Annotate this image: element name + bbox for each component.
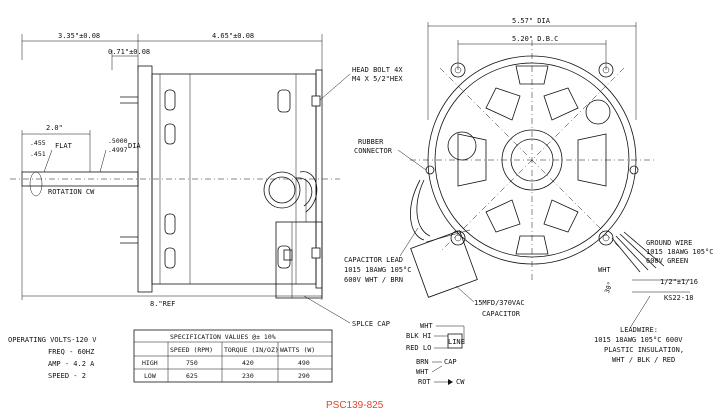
dim-dia-b: .4997 [108, 146, 128, 154]
op-amp: AMP - 4.2 A [48, 360, 95, 368]
cap-lead-label-1: CAPACITOR LEAD [344, 256, 403, 264]
operating-info: OPERATING VOLTS-120 V FREQ - 60HZ AMP - … [8, 336, 97, 380]
dim-angle: 30° [603, 281, 615, 295]
spec-table: SPECIFICATION VALUES @± 10% SPEED (RPM) … [133, 329, 333, 383]
dim-flange: 0.71"±0.08 [108, 48, 150, 56]
wire-wht-bot: WHT [416, 368, 429, 376]
ground-label-1: GROUND WIRE [646, 239, 692, 247]
spec-row-high-label: HIGH [142, 359, 158, 367]
side-view: 3.35"±0.08 4.65"±0.08 0.71"±0.08 [10, 32, 403, 328]
dim-flat-a: .455 [30, 139, 46, 147]
end-vents [447, 65, 611, 255]
op-speed: SPEED - 2 [48, 372, 86, 380]
leadwire-label-3: PLASTIC INSULATION, [604, 346, 684, 354]
rotation-label: ROTATION CW [48, 188, 95, 196]
spec-row-low-speed: 625 [186, 372, 198, 380]
wire-rot: ROT [418, 378, 431, 386]
capacitor-label-1: 15MFD/370VAC [474, 299, 525, 307]
ks-label: KS22-18 [664, 294, 694, 302]
dim-shaft-len: 2.0" [46, 124, 63, 132]
spec-title: SPECIFICATION VALUES @± 10% [170, 333, 276, 341]
dim-flat: FLAT [55, 142, 73, 150]
wire-red-lo: RED LO [406, 344, 431, 352]
end-view: 5.57" DIA 5.20" D.B.C [344, 17, 713, 364]
spec-row-low-torque: 230 [242, 372, 254, 380]
leadwires: 30° [603, 231, 690, 295]
op-volts: OPERATING VOLTS-120 V [8, 336, 97, 344]
leadwire-label-2: 1015 18AWG 105°C 600V [594, 336, 683, 344]
rubber-label-2: CONNECTOR [354, 147, 393, 155]
wire-brn: BRN [416, 358, 429, 366]
capacitor-label-2: CAPACITOR [482, 310, 521, 318]
dim-bolt-circle: 5.20" D.B.C [512, 35, 558, 43]
dim-ref-len: 8."REF [150, 300, 175, 308]
wire-line: LINE [448, 338, 465, 346]
spec-row-high-torque: 420 [242, 359, 254, 367]
dim-overall-left: 3.35"±0.08 [58, 32, 100, 40]
wire-cw: CW [456, 378, 465, 386]
cap-lead-label-3: 600V WHT / BRN [344, 276, 403, 284]
spec-row-high-watts: 490 [298, 359, 310, 367]
dim-dia: DIA [128, 142, 141, 150]
wire-cap: CAP [444, 358, 457, 366]
spec-row-low-label: LOW [144, 372, 156, 380]
spec-row-low-watts: 290 [298, 372, 310, 380]
head-bolt-label-2: M4 X 5/2"HEX [352, 75, 403, 83]
ground-label-2: 1015 18AWG 105°C [646, 248, 713, 256]
op-freq: FREQ - 60HZ [48, 348, 94, 356]
wire-wht-top: WHT [420, 322, 433, 330]
model-number: PSC139-825 [326, 400, 384, 411]
spec-header-speed: SPEED (RPM) [170, 346, 213, 354]
dim-outer-dia: 5.57" DIA [512, 17, 551, 25]
spec-header-torque: TORQUE (IN/OZ) [224, 346, 279, 354]
spec-row-high-speed: 750 [186, 359, 198, 367]
head-bolts [120, 95, 321, 259]
dim-overall-mid: 4.65"±0.08 [212, 32, 254, 40]
shaft: 2.0" .455 .451 FLAT .5000 .4997 DIA ROTA… [10, 124, 340, 197]
spec-header-watts: WATTS (W) [280, 346, 315, 354]
leadwire-label-4: WHT / BLK / RED [612, 356, 675, 364]
side-wiring [263, 171, 323, 299]
vent-slots [164, 89, 291, 269]
leadwire-label-1: LEADWIRE: [620, 326, 658, 334]
dim-flat-b: .451 [30, 150, 46, 158]
dim-offset: 1/2"±1/16 [660, 278, 698, 286]
cap-lead-label-2: 1015 18AWG 105°C [344, 266, 411, 274]
ground-label-3: 600V GREEN [646, 257, 688, 265]
capacitor [410, 179, 478, 298]
wire-blk-hi: BLK HI [406, 332, 431, 340]
dim-dia-a: .5000 [108, 137, 128, 145]
head-bolt-label-1: HEAD BOLT 4X [352, 66, 403, 74]
wiring-diagram: WHT BLK HI LINE RED LO BRN CAP WHT ROT C… [406, 322, 465, 386]
wht-label: WHT [598, 266, 611, 274]
rubber-label-1: RUBBER [358, 138, 384, 146]
splice-cap-label: SPLCE CAP [352, 320, 390, 328]
